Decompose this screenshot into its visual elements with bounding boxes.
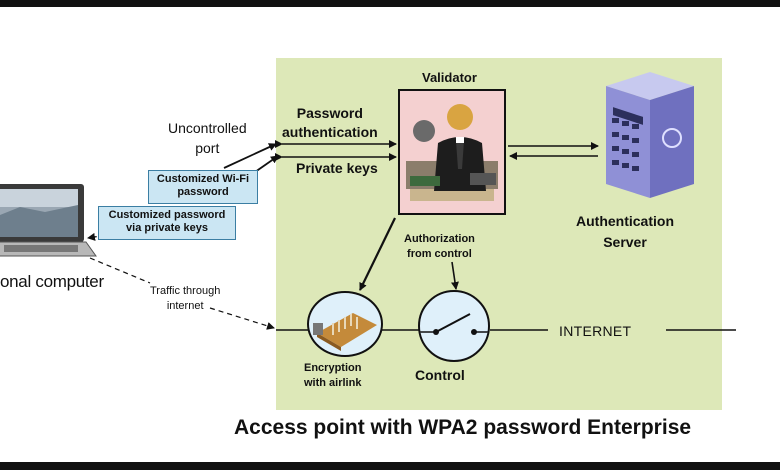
person-icon: [406, 104, 498, 201]
traffic-internet-label: Traffic through internet: [150, 285, 221, 312]
traffic-dashed-arrow: [209, 307, 275, 330]
encryption-label: Encryption with airlink: [304, 362, 362, 389]
validator-box: [398, 89, 506, 215]
personal-computer-label: onal computer: [0, 272, 104, 291]
bottom-border-bar: [0, 462, 780, 470]
encryption-circle: [307, 291, 383, 357]
validator-label: Validator: [422, 70, 477, 85]
authorization-to-control-arrow: [451, 261, 459, 290]
authorization-label: Authorization from control: [404, 233, 475, 260]
validator-to-encryption-arrow: [359, 217, 396, 291]
laptop-icon: [0, 184, 97, 257]
custom-wifi-box: Customized Wi-Fi password: [148, 170, 258, 204]
internet-label: INTERNET: [559, 323, 632, 339]
router-icon: [313, 313, 377, 351]
private-keys-label: Private keys: [296, 160, 378, 176]
uncontrolled-port-label: Uncontrolled port: [168, 120, 247, 156]
auth-server-label: Authentication Server: [576, 213, 674, 250]
top-border-bar: [0, 0, 780, 7]
server-icon: [606, 72, 694, 198]
diagram-title: Access point with WPA2 password Enterpri…: [234, 416, 692, 439]
control-label: Control: [415, 367, 465, 383]
traffic-dashed-line: [89, 257, 151, 284]
switch-icon: [420, 313, 488, 335]
custom-private-box: Customized password via private keys: [98, 206, 236, 240]
password-auth-label: Password authentication: [282, 105, 378, 140]
control-circle: [418, 290, 490, 362]
uncontrolled-port-line-1: [223, 143, 277, 169]
